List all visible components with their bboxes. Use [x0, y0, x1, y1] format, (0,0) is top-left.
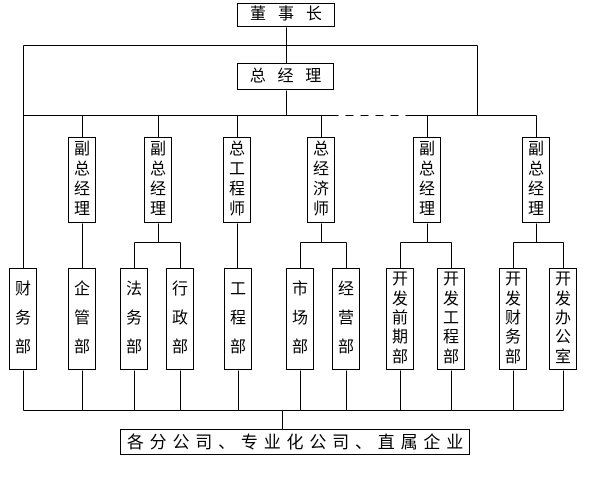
node-market-dept: 市场部 [286, 268, 314, 370]
node-legal-dept: 法务部 [120, 268, 148, 370]
node-deputy-general-manager-2: 副总经理 [144, 137, 172, 223]
node-engineering-dept: 工程部 [224, 268, 252, 370]
node-development-finance-dept: 开发财务部 [499, 268, 527, 370]
node-chief-engineer: 总工程师 [223, 137, 251, 223]
node-deputy-general-manager-4: 副总经理 [522, 137, 550, 223]
node-development-office: 开发办公室 [549, 268, 577, 370]
node-general-manager: 总经理 [237, 63, 334, 90]
node-finance-dept: 财务部 [9, 268, 37, 370]
node-deputy-general-manager-1: 副总经理 [68, 137, 96, 223]
node-development-engineering-dept: 开发工程部 [437, 268, 465, 370]
node-development-preliminary-dept: 开发前期部 [386, 268, 414, 370]
connector-solid-lines [23, 27, 564, 430]
node-enterprise-management-dept: 企管部 [68, 268, 96, 370]
node-administration-dept: 行政部 [166, 268, 194, 370]
node-chairman: 董事长 [237, 3, 335, 27]
node-operations-dept: 经营部 [332, 268, 360, 370]
node-chief-economist: 总经济师 [307, 137, 335, 223]
node-deputy-general-manager-3: 副总经理 [413, 137, 441, 223]
node-subsidiaries: 各分公司、专业化公司、直属企业 [120, 429, 470, 455]
